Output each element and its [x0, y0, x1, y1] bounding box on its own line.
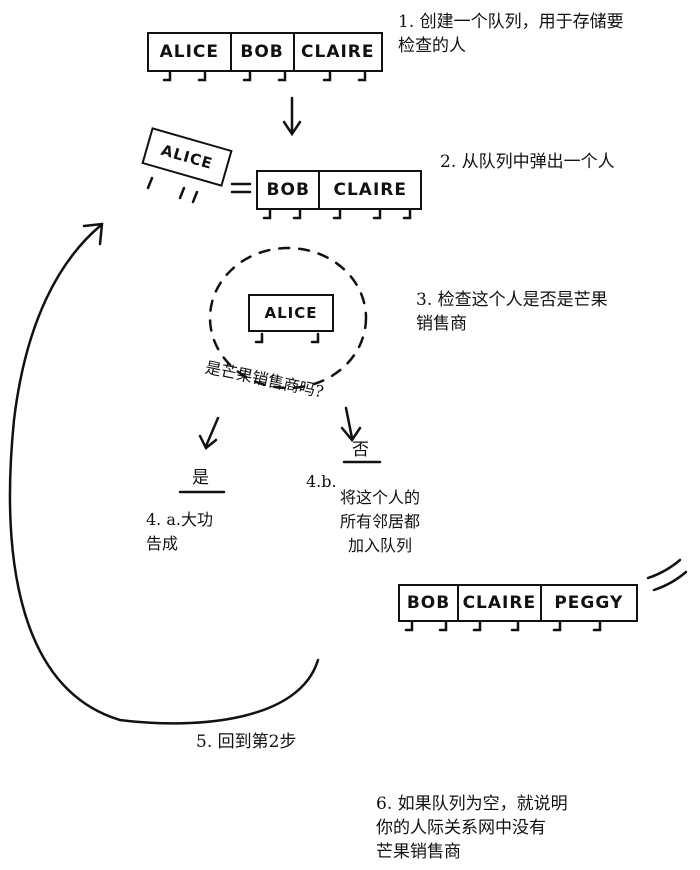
queue1-legs: [162, 70, 367, 82]
yes-label: 是: [192, 468, 209, 488]
motion-lines: [646, 558, 688, 592]
queue1-cell: ALICE: [149, 34, 232, 70]
no-label: 否: [352, 440, 369, 460]
queue3-cell: BOB: [400, 586, 460, 620]
step4a-label: 4. a.大功 告成: [146, 510, 213, 553]
arrow-yes: [198, 416, 220, 450]
queue3-legs: [404, 620, 602, 632]
queue1-cell: BOB: [232, 34, 295, 70]
check-legs: [254, 332, 320, 344]
popped-legs: [146, 176, 199, 204]
arrow-down-1: [282, 96, 302, 137]
queue-2: BOB CLAIRE: [256, 170, 422, 210]
queue3-cell: PEGGY: [554, 593, 624, 613]
queue2-legs: [262, 208, 412, 220]
queue3-cell: CLAIRE: [459, 586, 542, 620]
check-circle: [208, 246, 368, 390]
step5-label: 5. 回到第2步: [196, 732, 297, 752]
queue2-cell: BOB: [258, 172, 321, 208]
queue2-cell: CLAIRE: [333, 180, 407, 200]
checking-cell: ALICE: [264, 304, 318, 322]
step4b-number: 4.b.: [306, 472, 337, 491]
equals-sign: [230, 182, 252, 194]
queue1-cell: CLAIRE: [301, 42, 375, 62]
step6-label: 6. 如果队列为空，就说明 你的人际关系网中没有 芒果销售商: [376, 794, 568, 862]
arrow-no: [340, 406, 362, 443]
step4b-label: 将这个人的 所有邻居都 加入队列: [340, 488, 421, 555]
queue-1: ALICE BOB CLAIRE: [147, 32, 383, 72]
queue-3: BOB CLAIRE PEGGY: [398, 584, 638, 622]
checking-alice: ALICE: [248, 294, 334, 332]
loop-arrowhead: [82, 222, 104, 246]
step2-label: 2. 从队列中弹出一个人: [440, 152, 615, 172]
step1-label: 1. 创建一个队列，用于存储要 检查的人: [398, 12, 624, 56]
loop-arrow: [8, 224, 320, 725]
step3-label: 3. 检查这个人是否是芒果 销售商: [416, 290, 608, 334]
